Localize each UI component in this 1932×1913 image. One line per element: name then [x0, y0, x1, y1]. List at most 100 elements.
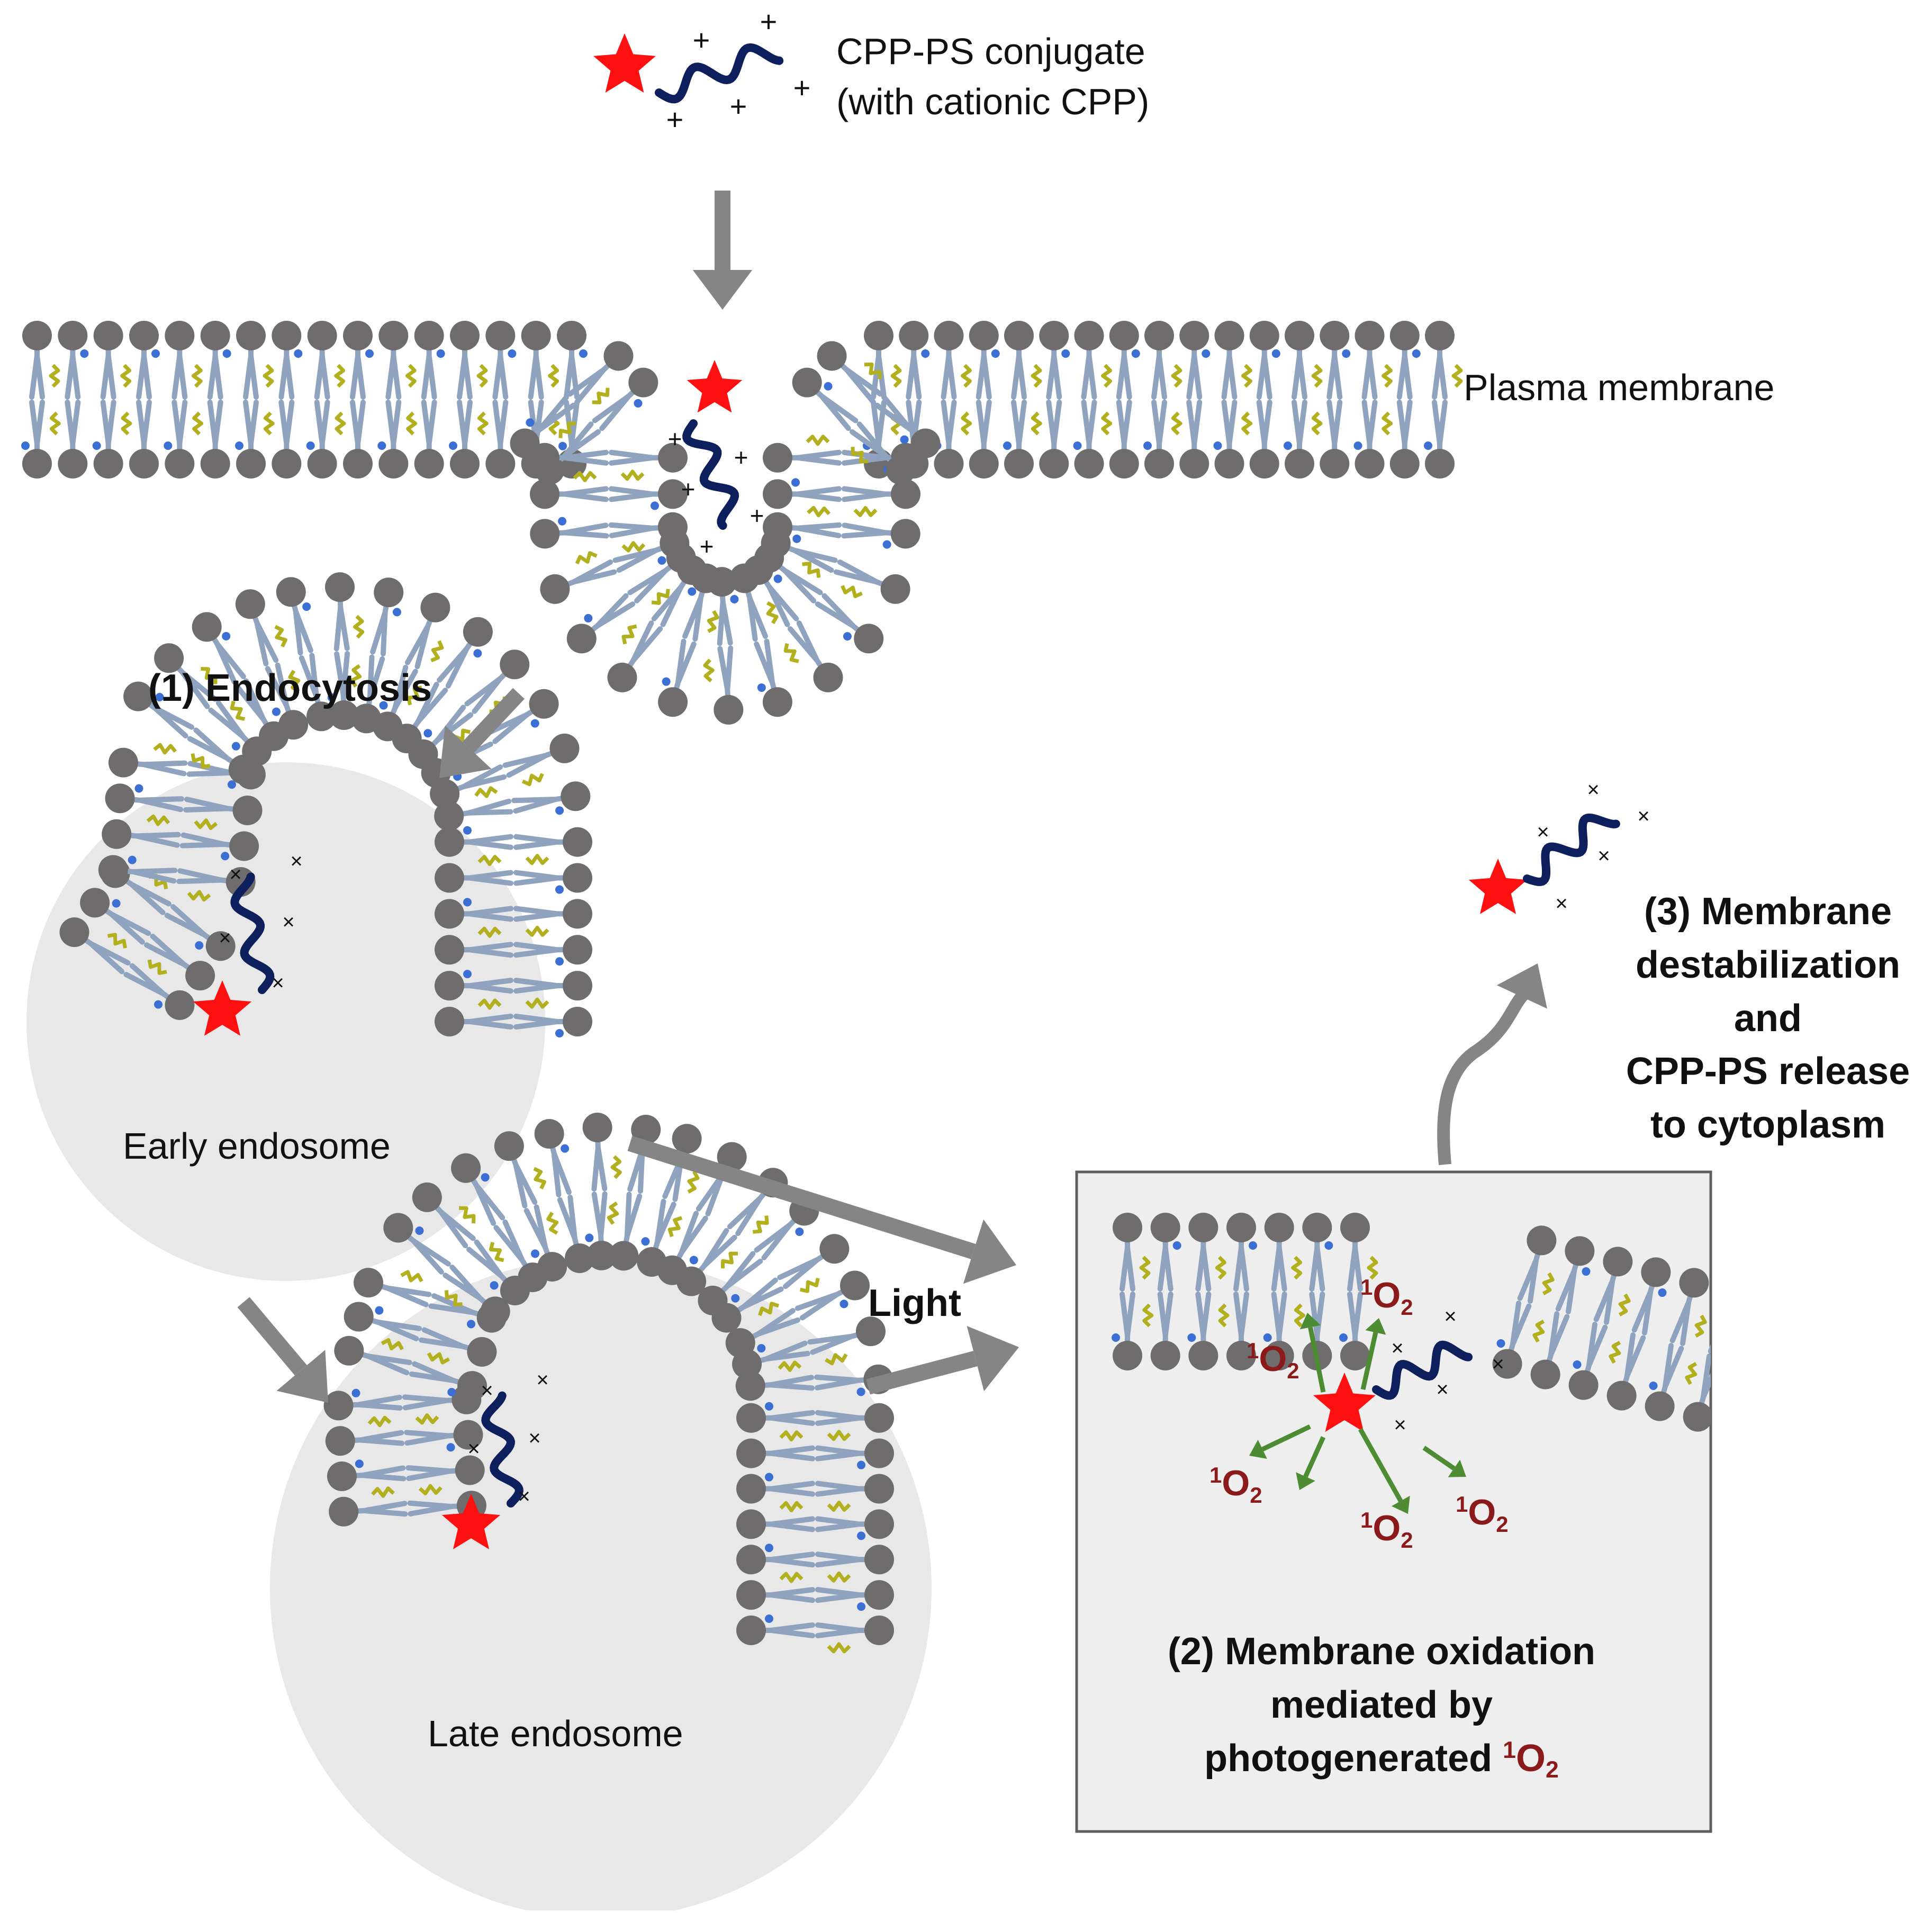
oxygen-arrow-shaft: [1360, 1332, 1378, 1390]
lipid: [1112, 1292, 1142, 1370]
phosphate-dot: [1284, 441, 1292, 450]
lipid-head: [1285, 321, 1314, 350]
lipid-head: [628, 367, 658, 398]
arrow-release-shaft: [1437, 988, 1530, 1166]
cholesterol: [444, 1290, 463, 1307]
cholesterol: [1311, 411, 1323, 436]
cholesterol: [263, 364, 274, 388]
lipid-head: [886, 455, 916, 485]
lipid-head: [205, 931, 236, 961]
lipid: [49, 400, 88, 479]
phosphate-dot: [579, 349, 588, 358]
singlet-oxygen-label-superscript: 1: [1247, 1338, 1259, 1363]
lipid: [329, 1486, 408, 1527]
lipid-head: [565, 1243, 595, 1274]
phosphate-dot: [1342, 349, 1351, 358]
arrow-release: [1437, 963, 1547, 1166]
cholesterol: [1311, 364, 1323, 388]
phosphate-dot: [634, 399, 643, 408]
lipid: [306, 400, 337, 479]
oxygen-arrow-shaft: [1261, 1424, 1311, 1451]
lipid: [735, 1360, 815, 1401]
lipid: [815, 1616, 894, 1654]
lipid: [1031, 400, 1069, 479]
lipid: [1249, 321, 1280, 400]
cholesterol: [779, 1430, 804, 1442]
lipid-head: [854, 624, 884, 654]
lipid: [933, 400, 964, 479]
cholesterol: [667, 1216, 683, 1238]
lipid-head: [165, 990, 195, 1020]
lipid: [92, 400, 123, 479]
lipid-head: [563, 971, 592, 1001]
plasma-membrane-left: [21, 321, 588, 479]
cholesterol: [766, 601, 779, 625]
singlet-oxygen-label-o: O: [1373, 1508, 1401, 1548]
lipid-head: [880, 574, 910, 604]
oxidation-box-membrane-clip: [1112, 1213, 1747, 1432]
lipid-head: [1320, 321, 1350, 350]
lipid-head: [129, 449, 159, 479]
cholesterol: [890, 364, 902, 388]
singlet-oxygen-label-subscript: 2: [1250, 1483, 1262, 1508]
oxygen-arrow-5: [1358, 1428, 1410, 1514]
lipid: [307, 321, 346, 400]
phosphate-dot: [1412, 349, 1421, 358]
cholesterol: [371, 1486, 395, 1498]
singlet-oxygen-label-4: 1O2: [1360, 1508, 1413, 1553]
lipid: [815, 1403, 894, 1441]
lipid-head: [165, 321, 195, 350]
phosphate-dot: [555, 806, 564, 815]
lipid-head: [856, 1316, 886, 1347]
lipid-head: [1717, 1278, 1747, 1308]
lipid-head: [232, 795, 263, 825]
lipid: [842, 479, 920, 517]
lipid: [108, 743, 188, 778]
lipid: [263, 400, 302, 479]
cholesterol: [335, 411, 346, 436]
lipid: [414, 321, 445, 400]
cholesterol: [418, 1484, 443, 1495]
oxygen-arrow-shaft: [1422, 1446, 1456, 1470]
phosphate-dot: [773, 574, 782, 583]
molecule-layer: ++++++++++××××××××××××××××××××1O21O21O21…: [193, 5, 1650, 1553]
lipid-head: [969, 321, 999, 350]
lipid: [435, 926, 513, 965]
lipid-head: [864, 1580, 894, 1610]
lipid: [105, 783, 185, 814]
lipid-head: [1425, 321, 1455, 350]
phosphate-dot: [155, 692, 164, 701]
lipid-head: [540, 574, 570, 604]
lipid: [815, 1580, 894, 1611]
lipid: [1645, 1343, 1684, 1421]
lipid: [327, 1459, 407, 1491]
lipid-head: [185, 961, 215, 991]
lipid-head: [521, 321, 551, 350]
lipid: [513, 971, 592, 1009]
oxygen-arrow-head: [1299, 1313, 1321, 1330]
legend-star-icon: [593, 33, 656, 93]
lipid-head: [1226, 1213, 1256, 1242]
lipid: [1073, 400, 1104, 479]
oxygen-arrow-shaft: [1358, 1428, 1403, 1502]
lipid: [370, 577, 404, 657]
cholesterol: [1241, 411, 1253, 436]
lipid: [736, 1473, 815, 1504]
lipid: [530, 517, 609, 549]
lipid: [325, 1415, 405, 1456]
oxidation-box: [1075, 1170, 1712, 1833]
cholesterol: [476, 364, 488, 388]
arrow-late-to-oxidation-shaft: [866, 1351, 978, 1395]
cholesterol: [1382, 364, 1393, 388]
invagination-star-icon: [687, 360, 743, 413]
lipid: [1424, 400, 1455, 479]
phosphate-dot: [1249, 1241, 1257, 1250]
lipid: [969, 321, 1000, 400]
phosphate-dot: [355, 1459, 364, 1468]
lipid: [607, 620, 663, 692]
step3-line4: CPP-PS release: [1626, 1050, 1910, 1093]
phosphate-dot: [585, 1233, 594, 1242]
lipid-head: [480, 1296, 510, 1327]
inv-charge-5: +: [700, 533, 714, 560]
